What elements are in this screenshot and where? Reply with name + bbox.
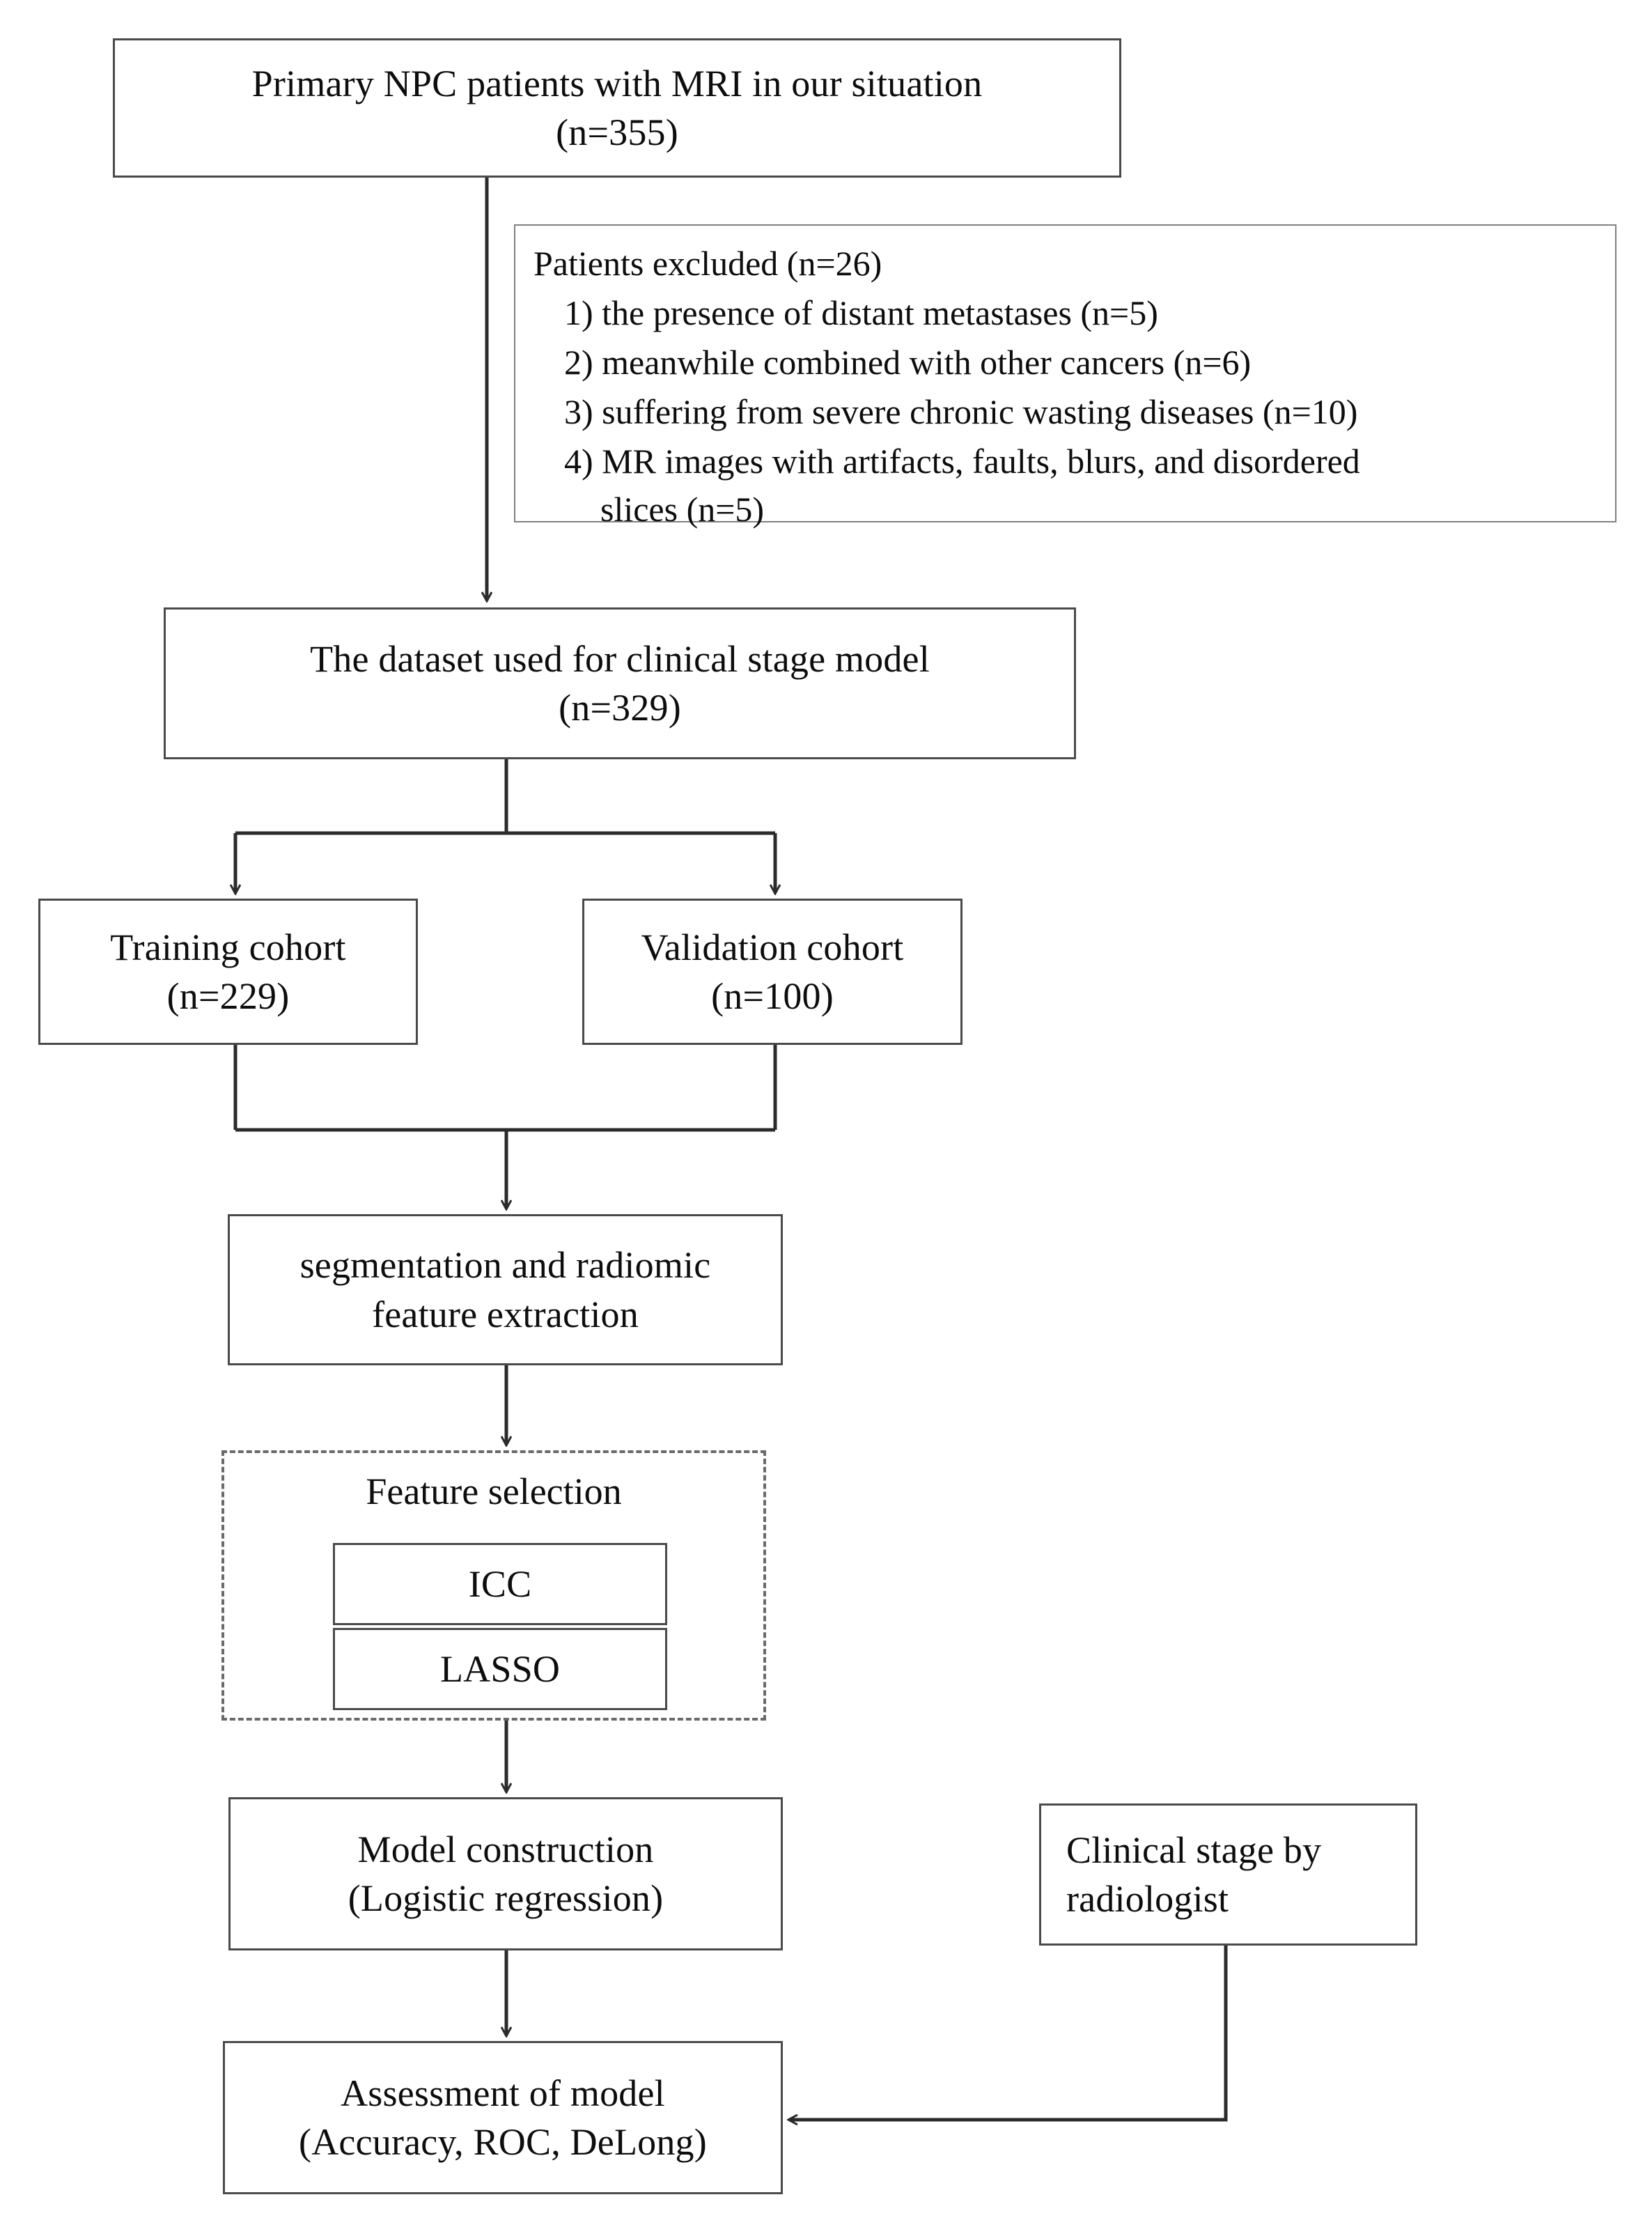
list-item: 4) MR images with artifacts, faults, blu… [564, 442, 1360, 481]
node-enrollment: Primary NPC patients with MRI in our sit… [113, 38, 1121, 178]
node-model-construction: Model construction (Logistic regression) [228, 1797, 783, 1950]
node-feature-selection-label: Feature selection [221, 1470, 766, 1513]
node-validation-cohort-line1: Validation cohort [641, 926, 904, 968]
node-clinical-stage-line2: radiologist [1066, 1878, 1229, 1920]
node-enrollment-line2: (n=355) [556, 111, 678, 153]
node-method-icc: ICC [333, 1543, 667, 1625]
node-training-cohort: Training cohort (n=229) [38, 899, 418, 1045]
node-assessment-line2: (Accuracy, ROC, DeLong) [299, 2121, 707, 2163]
node-assessment: Assessment of model (Accuracy, ROC, DeLo… [223, 2041, 783, 2194]
node-validation-cohort-line2: (n=100) [711, 975, 834, 1017]
node-segmentation-line1: segmentation and radiomic [299, 1244, 711, 1287]
connector-clinical-stage-to-assessment [789, 1946, 1228, 2120]
node-clinical-stage-line1: Clinical stage by [1066, 1829, 1322, 1871]
node-training-cohort-line2: (n=229) [166, 975, 290, 1017]
node-dataset-line2: (n=329) [559, 687, 681, 729]
node-dataset-line1: The dataset used for clinical stage mode… [310, 637, 930, 680]
node-exclusion-list: 1) the presence of distant metastases (n… [533, 290, 1601, 532]
node-exclusion: Patients excluded (n=26) 1) the presence… [514, 224, 1616, 529]
node-training-cohort-line1: Training cohort [110, 926, 346, 968]
node-feature-selection-group [221, 1450, 766, 1721]
feature-selection-label-text: Feature selection [366, 1471, 622, 1512]
node-clinical-stage: Clinical stage by radiologist [1039, 1803, 1417, 1946]
node-method-icc-label: ICC [468, 1562, 532, 1605]
list-item-continuation-text: slices (n=5) [600, 490, 765, 529]
list-item: 1) the presence of distant metastases (n… [564, 293, 1158, 332]
list-item: 3) suffering from severe chronic wasting… [564, 392, 1358, 431]
node-segmentation: segmentation and radiomic feature extrac… [228, 1214, 783, 1365]
node-exclusion-header: Patients excluded (n=26) [533, 244, 882, 283]
node-method-lasso-label: LASSO [439, 1647, 561, 1690]
list-item-continuation: slices (n=5) [564, 487, 1601, 532]
node-model-construction-line2: (Logistic regression) [348, 1877, 664, 1919]
node-model-construction-line1: Model construction [357, 1828, 654, 1870]
node-dataset: The dataset used for clinical stage mode… [164, 607, 1076, 759]
node-enrollment-line1: Primary NPC patients with MRI in our sit… [251, 62, 983, 104]
list-item: 2) meanwhile combined with other cancers… [564, 343, 1252, 382]
node-method-lasso: LASSO [333, 1628, 667, 1710]
node-segmentation-line2: feature extraction [372, 1293, 639, 1335]
node-validation-cohort: Validation cohort (n=100) [582, 899, 963, 1045]
node-assessment-line1: Assessment of model [341, 2072, 665, 2114]
